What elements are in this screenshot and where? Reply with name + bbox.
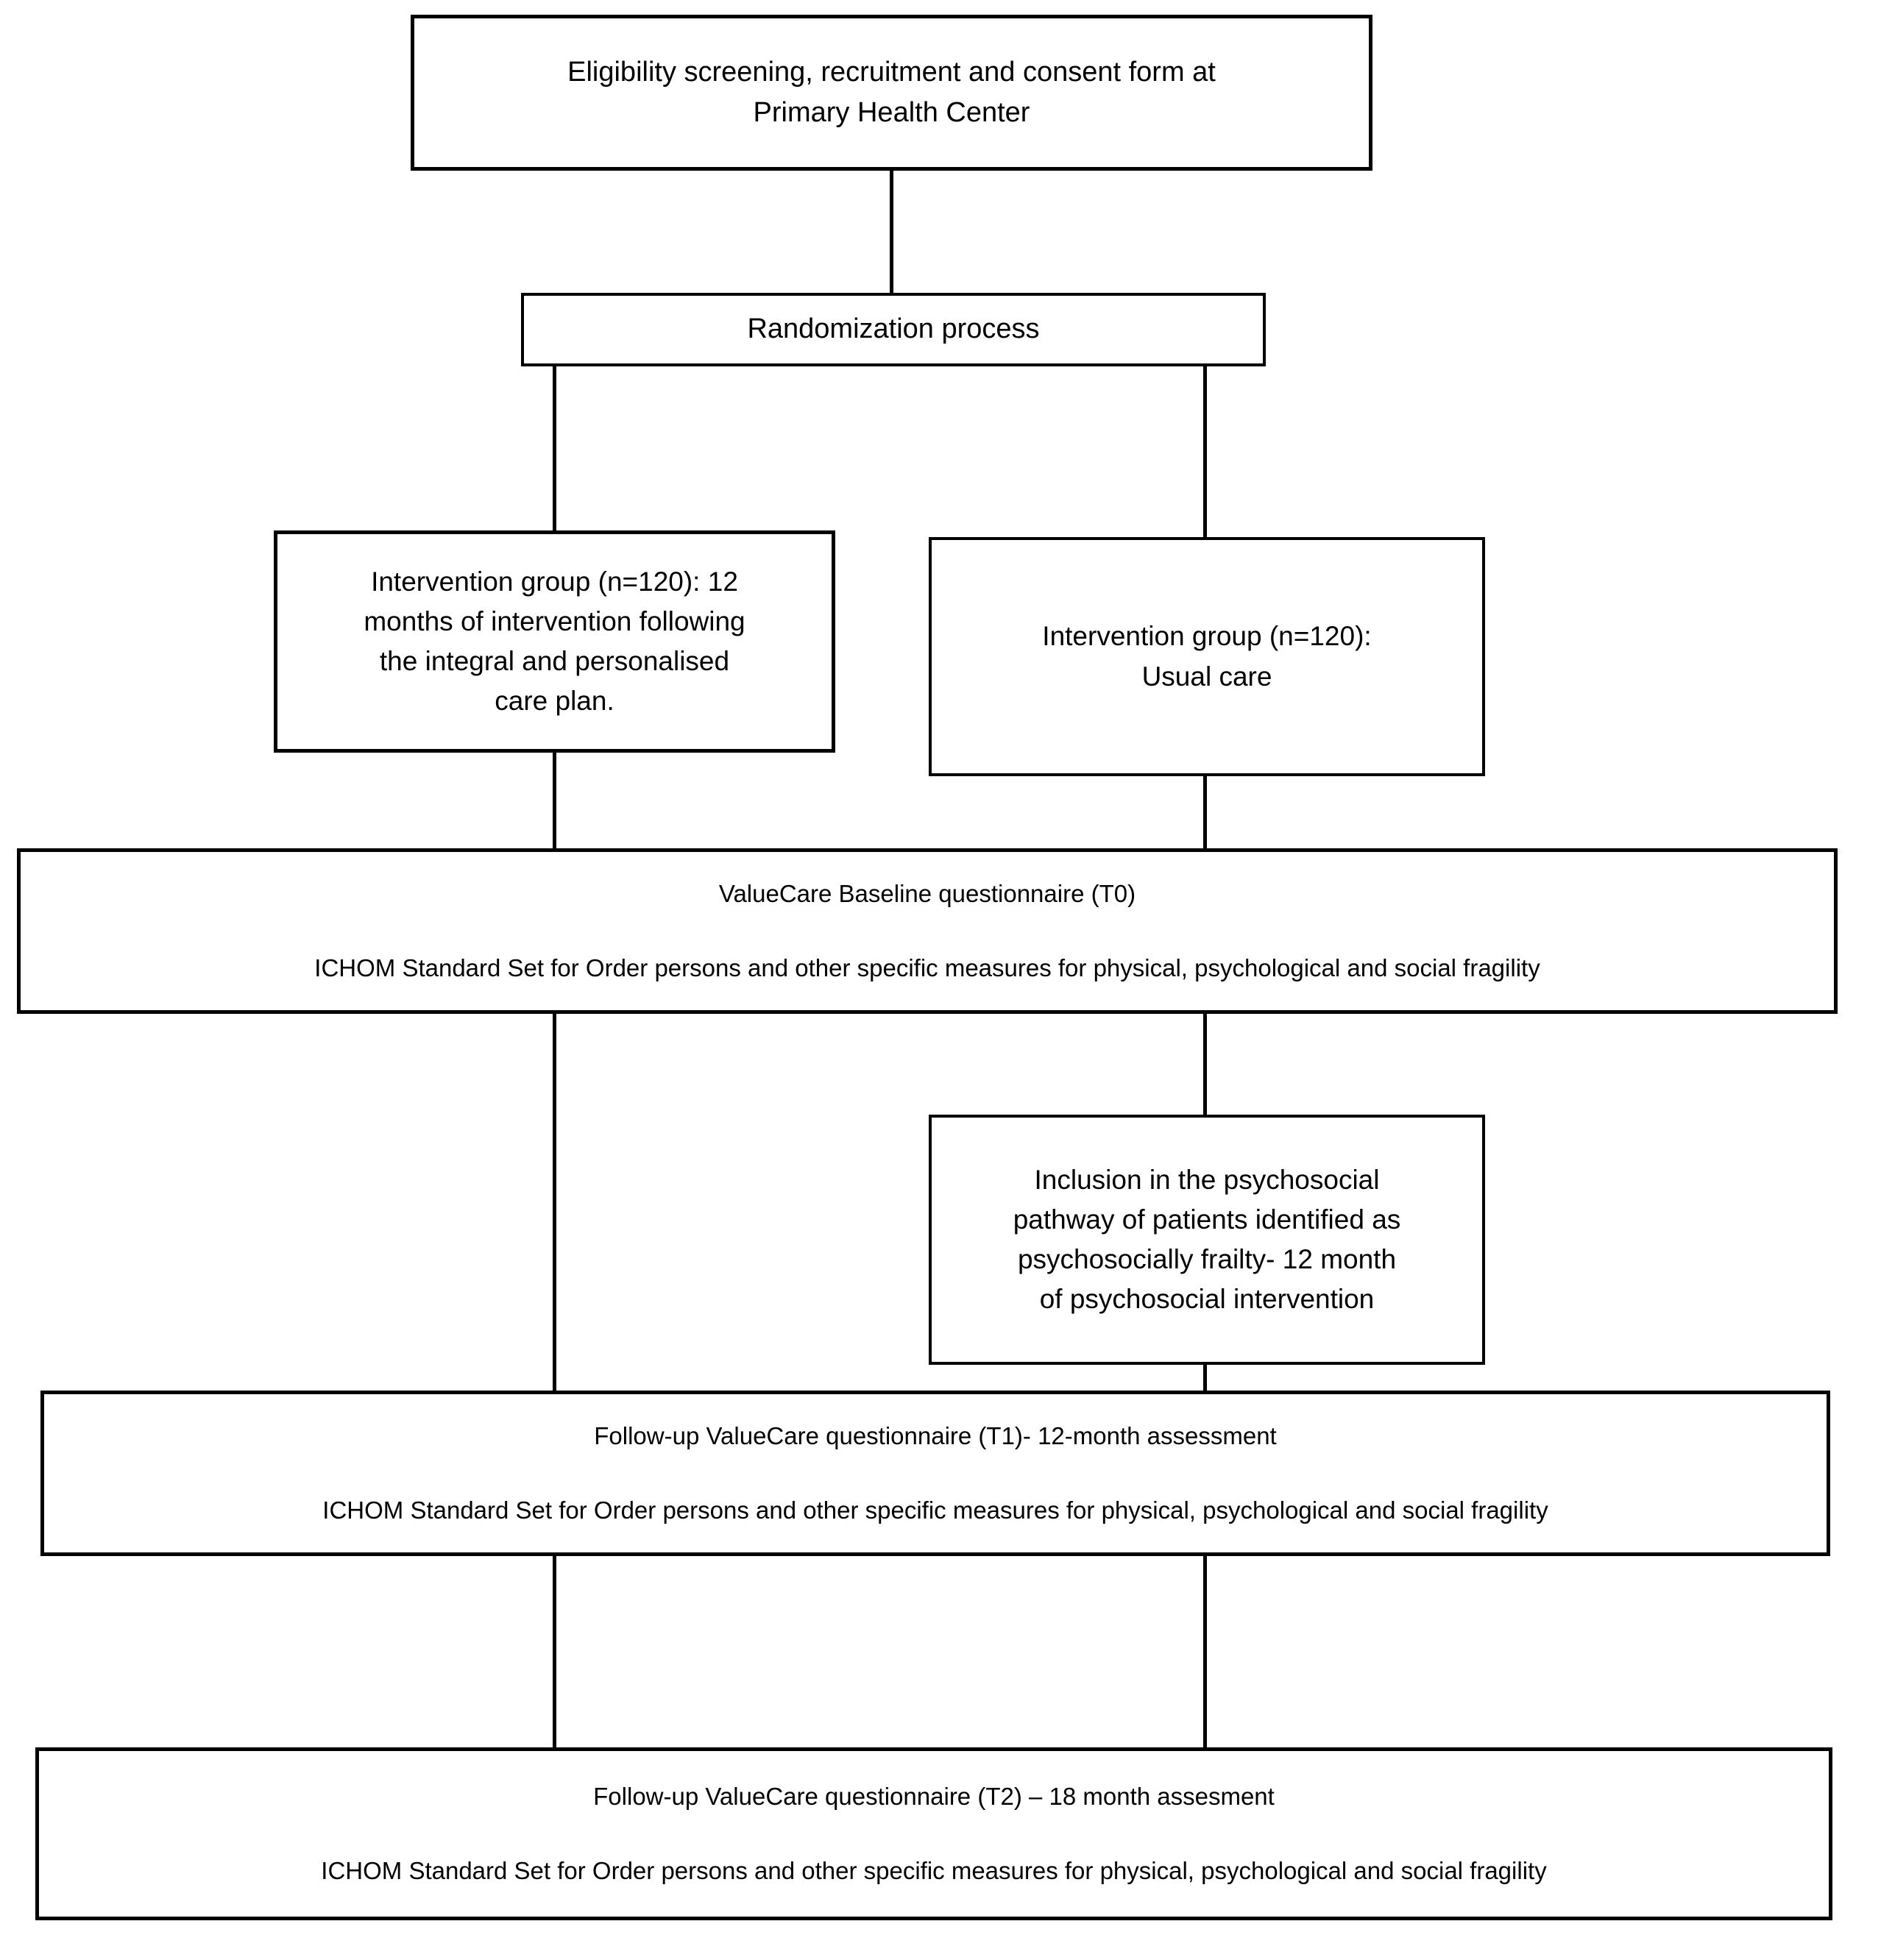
connector-usualcare-to-baseline [1203, 776, 1207, 850]
followup-t2-title: Follow-up ValueCare questionnaire (T2) –… [593, 1783, 1275, 1811]
usual-care-line-1: Intervention group (n=120): [1042, 621, 1372, 652]
node-intervention-group[interactable]: Intervention group (n=120): 12 months of… [274, 530, 835, 753]
eligibility-line-2: Primary Health Center [753, 97, 1030, 128]
psychosocial-line-4: of psychosocial intervention [1039, 1284, 1375, 1315]
connector-randomization-right-branch [1203, 366, 1207, 539]
usual-care-line-2: Usual care [1141, 661, 1272, 692]
connector-eligibility-to-randomization [890, 171, 893, 294]
node-randomization-process[interactable]: Randomization process [521, 293, 1266, 366]
intervention-line-4: care plan. [495, 686, 614, 717]
node-eligibility-screening[interactable]: Eligibility screening, recruitment and c… [411, 15, 1372, 171]
connector-followup-t1-to-t2-right [1203, 1556, 1207, 1749]
connector-followup-t1-to-t2-left [553, 1556, 556, 1749]
eligibility-line-1: Eligibility screening, recruitment and c… [567, 56, 1216, 88]
followup-t2-measures: ICHOM Standard Set for Order persons and… [321, 1856, 1547, 1884]
node-followup-questionnaire-t2[interactable]: Follow-up ValueCare questionnaire (T2) –… [35, 1747, 1832, 1920]
followup-t1-measures: ICHOM Standard Set for Order persons and… [322, 1496, 1548, 1524]
node-followup-questionnaire-t1[interactable]: Follow-up ValueCare questionnaire (T1)- … [40, 1391, 1830, 1556]
intervention-line-2: months of intervention following [364, 606, 745, 636]
node-psychosocial-pathway[interactable]: Inclusion in the psychosocial pathway of… [929, 1115, 1485, 1365]
followup-t1-title: Follow-up ValueCare questionnaire (T1)- … [594, 1422, 1277, 1450]
connector-randomization-left-branch [553, 366, 556, 532]
connector-baseline-to-followup-t1 [553, 1014, 556, 1392]
connector-intervention-to-baseline [553, 753, 556, 850]
connector-baseline-to-psychosocial [1203, 1014, 1207, 1116]
intervention-line-3: the integral and personalised [379, 646, 730, 676]
intervention-line-1: Intervention group (n=120): 12 [371, 566, 738, 597]
psychosocial-line-2: pathway of patients identified as [1013, 1204, 1401, 1235]
connector-psychosocial-to-followup-t1 [1203, 1365, 1207, 1392]
psychosocial-line-3: psychosocially frailty- 12 month [1017, 1244, 1397, 1274]
baseline-title: ValueCare Baseline questionnaire (T0) [718, 880, 1136, 908]
node-baseline-questionnaire-t0[interactable]: ValueCare Baseline questionnaire (T0) IC… [17, 848, 1838, 1014]
randomization-line-1: Randomization process [747, 313, 1040, 345]
psychosocial-line-1: Inclusion in the psychosocial [1034, 1164, 1380, 1195]
node-usual-care-group[interactable]: Intervention group (n=120): Usual care [929, 537, 1485, 776]
baseline-measures: ICHOM Standard Set for Order persons and… [314, 954, 1540, 981]
